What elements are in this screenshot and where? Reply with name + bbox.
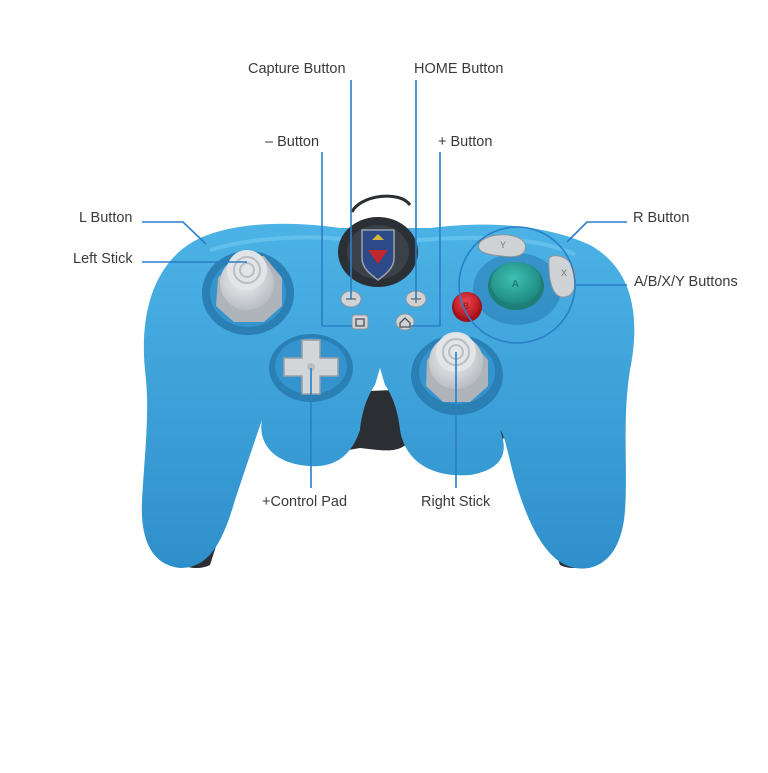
label-capture-button: Capture Button <box>248 61 346 77</box>
abxy-outline <box>458 226 576 344</box>
x-button: X <box>548 255 577 298</box>
leader-l <box>142 221 207 245</box>
left-stick <box>202 250 294 335</box>
leader-plus <box>410 152 441 327</box>
hylian-shield-emblem <box>338 217 418 287</box>
label-r-button: R Button <box>633 210 690 226</box>
home-icon <box>395 313 415 331</box>
leader-minus <box>321 152 352 327</box>
y-button-letter: Y <box>500 240 506 250</box>
a-button-letter: A <box>512 279 519 290</box>
label-plus-button: + Button <box>438 134 493 150</box>
label-left-stick: Left Stick <box>73 251 133 267</box>
cable <box>350 194 412 213</box>
leader-lines <box>142 80 627 488</box>
label-right-stick: Right Stick <box>421 494 491 510</box>
label-abxy-buttons: A/B/X/Y Buttons <box>634 274 738 290</box>
leader-r <box>566 221 627 243</box>
label-l-button: L Button <box>79 210 133 226</box>
label-control-pad: +Control Pad <box>262 494 348 510</box>
right-stick <box>411 332 503 415</box>
b-button-letter: B <box>463 301 469 311</box>
b-button: B <box>452 292 482 322</box>
label-home-button: HOME Button <box>414 61 504 77</box>
face-buttons: Y X A B <box>452 234 577 325</box>
control-pad <box>269 334 353 402</box>
label-minus-button: – Button <box>265 134 320 150</box>
body-highlight <box>209 235 576 257</box>
capture-square-icon <box>351 314 369 330</box>
x-button-letter: X <box>561 268 567 278</box>
a-button: A <box>488 262 544 310</box>
y-button: Y <box>478 234 526 258</box>
